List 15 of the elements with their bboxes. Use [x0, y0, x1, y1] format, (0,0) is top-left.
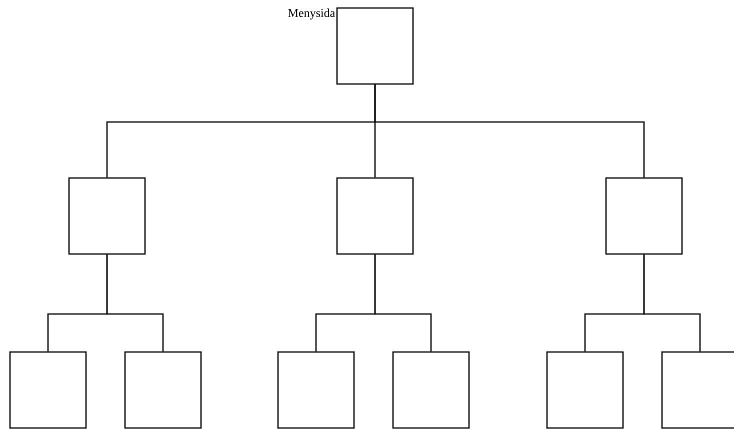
- box: [661, 351, 734, 429]
- connector: [374, 84, 645, 178]
- box: [124, 351, 202, 429]
- connector: [643, 254, 701, 352]
- box: [336, 177, 414, 255]
- connector: [374, 254, 432, 352]
- box: [546, 351, 624, 429]
- connector: [106, 254, 164, 352]
- box: [605, 177, 683, 255]
- box: [392, 351, 470, 429]
- box: [277, 351, 355, 429]
- node-label: Menysida: [288, 8, 335, 20]
- titled-box: Menysida: [288, 7, 414, 85]
- box: [68, 177, 146, 255]
- box: [9, 351, 87, 429]
